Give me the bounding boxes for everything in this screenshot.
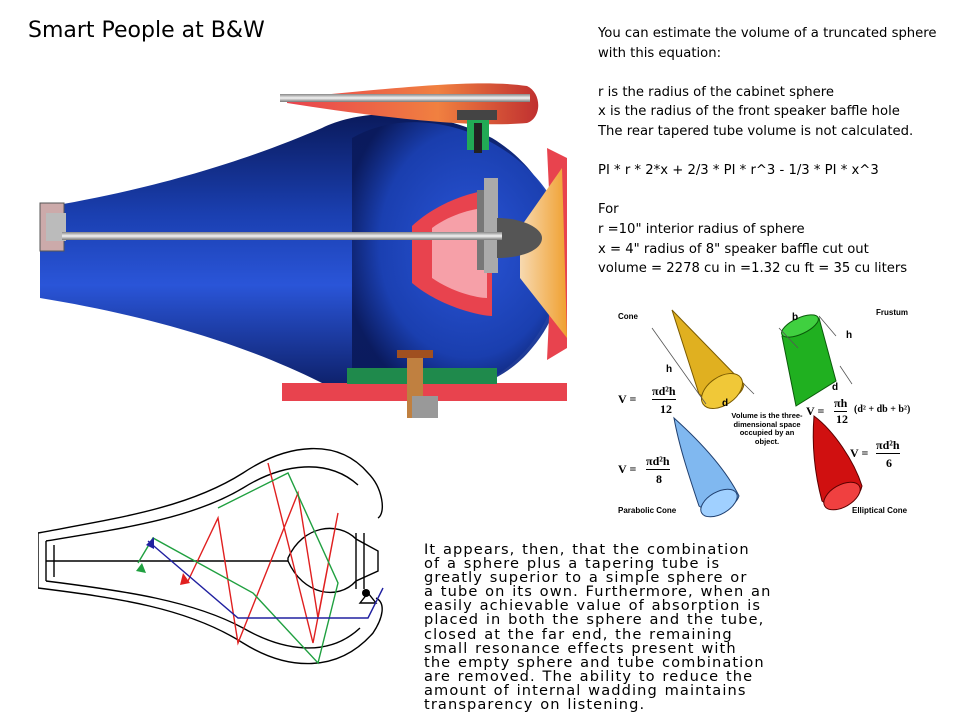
quote-line: small resonance effects present with: [424, 639, 737, 657]
quote-line: placed in both the sphere and the tube,: [424, 611, 765, 629]
formula-parabolic-denominator: 8: [656, 472, 662, 486]
eq-line: You can estimate the volume of a truncat…: [598, 26, 937, 41]
speaker-cross-section-illustration: [39, 83, 567, 418]
ray-green: [137, 472, 339, 665]
eq-blank-line: [598, 142, 943, 162]
quote-line: transparency on listening.: [424, 696, 646, 714]
label-b-frustum: b: [792, 312, 799, 323]
eq-line: r =10" interior radius of sphere: [598, 221, 805, 237]
quote-line: It appears, then, that the combination: [424, 541, 750, 558]
formula-cone-numerator: πd²h: [652, 384, 676, 400]
quote-line: closed at the far end, the remaining: [424, 625, 733, 643]
label-h-cone: h: [666, 364, 673, 375]
formula-cone: V =: [618, 392, 637, 406]
tweeter-pod: [287, 83, 539, 125]
center-rod: [62, 232, 502, 240]
eq-blank-line: [598, 63, 943, 83]
formula-elliptical: V =: [850, 446, 869, 460]
quote-line: a tube on its own. Furthermore, when an: [424, 583, 772, 601]
equation-text-block: You can estimate the volume of a truncat…: [598, 24, 943, 279]
ray-blue: [147, 540, 384, 619]
quote-text-block: It appears, then, that the combination o…: [424, 541, 924, 714]
geometry-volume-figure: Cone Frustum Parabolic Cone Elliptical C…: [614, 306, 914, 520]
quote-line: easily achievable value of absorption is: [424, 597, 762, 615]
formula-frustum-denominator: 12: [836, 412, 848, 426]
formula-elliptical-numerator: πd²h: [876, 438, 900, 454]
eq-formula-line: PI * r * 2*x + 2/3 * PI * r^3 - 1/3 * PI…: [598, 163, 879, 179]
ray-red: [187, 462, 339, 646]
formula-elliptical-denominator: 6: [886, 456, 892, 470]
eq-line: For: [598, 202, 619, 218]
label-h-frustum: h: [846, 330, 853, 341]
volume-definition-note: Volume is the three-dimensional space oc…: [731, 411, 803, 446]
stand-foot-red: [282, 383, 567, 401]
label-frustum: Frustum: [876, 308, 908, 317]
eq-line: volume = 2278 cu in =1.32 cu ft = 35 cu …: [598, 261, 908, 277]
quote-line: the empty sphere and tube combination: [424, 653, 765, 671]
driver-cone: [520, 168, 567, 338]
label-elliptical-cone: Elliptical Cone: [852, 506, 908, 515]
eq-line: x is the radius of the front speaker baf…: [598, 104, 900, 120]
quote-line: are removed. The ability to reduce the: [424, 667, 754, 685]
geometry-shapes: [651, 309, 863, 518]
formula-cone-denominator: 12: [660, 402, 672, 416]
eq-line: The rear tapered tube volume is not calc…: [598, 123, 914, 139]
label-cone: Cone: [618, 312, 638, 321]
eq-blank-line: [598, 181, 943, 201]
outer-shell: [38, 447, 384, 665]
slide-title: Smart People at B&W: [28, 18, 265, 43]
label-d-cone: d: [722, 398, 729, 409]
formula-frustum-numerator: πh: [834, 396, 848, 412]
formula-frustum-tail: (d² + db + b²): [854, 404, 911, 415]
formula-parabolic: V =: [618, 462, 637, 476]
formula-parabolic-numerator: πd²h: [646, 454, 670, 470]
quote-line: of a sphere plus a tapering tube is: [424, 555, 721, 573]
quote-line: greatly superior to a simple sphere or: [424, 569, 748, 587]
driver-dome: [287, 527, 379, 594]
quote-line: amount of internal wadding maintains: [424, 681, 747, 699]
eq-line: with this equation:: [598, 45, 722, 61]
label-d-frustum: d: [832, 382, 839, 393]
ray-trace-diagram: [38, 447, 384, 665]
eq-line: x = 4" radius of 8" speaker baffle cut o…: [598, 241, 869, 257]
eq-line: r is the radius of the cabinet sphere: [598, 84, 835, 100]
formula-frustum: V =: [806, 404, 825, 418]
label-parabolic-cone: Parabolic Cone: [618, 506, 677, 515]
